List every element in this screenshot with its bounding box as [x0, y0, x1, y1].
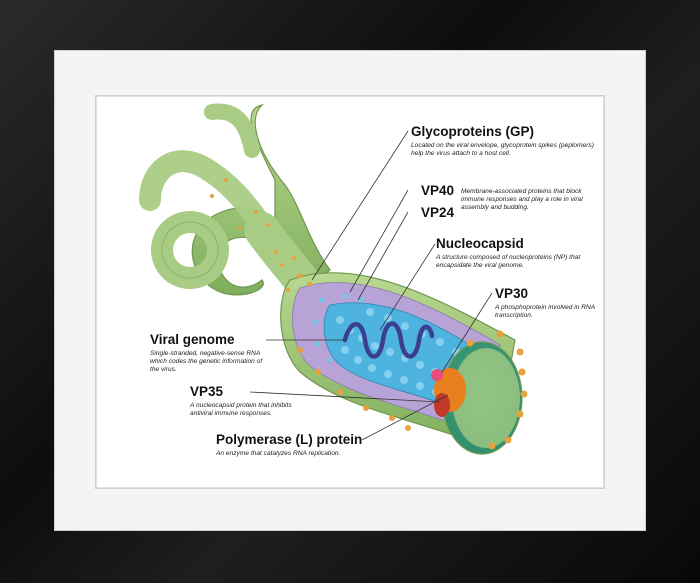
gp-title: Glycoproteins (GP) — [411, 124, 535, 139]
genome-label: Viral genome Single-stranded, negative-s… — [150, 332, 268, 374]
leader-lines — [249, 130, 493, 441]
gp-label: Glycoproteins (GP) Located on the viral … — [411, 124, 601, 158]
vp24-label: VP24 — [421, 205, 454, 220]
vp40-vp24-desc: Membrane-associated proteins that block … — [461, 188, 583, 211]
vp30-desc: A phosphoprotein involved in RNA transcr… — [495, 304, 595, 319]
polymerase-title: Polymerase (L) protein — [216, 432, 363, 447]
polymerase-desc: An enzyme that catalyzes RNA replication… — [216, 450, 341, 457]
vp35-label: VP35 A nucleocapsid protein that inhibit… — [190, 384, 310, 418]
vp30-blob — [431, 369, 443, 381]
virion-body — [280, 272, 523, 455]
rna-helix — [342, 321, 435, 359]
vp35-title: VP35 — [190, 384, 224, 399]
nucleocapsid-title: Nucleocapsid — [436, 236, 524, 251]
vp35-blob — [434, 393, 450, 417]
vp40-label: VP40 — [421, 183, 454, 198]
vp40-title: VP40 — [421, 183, 455, 198]
gp-desc: Located on the viral envelope, glycoprot… — [411, 142, 594, 157]
nucleocapsid-desc: A structure composed of nucleoproteins (… — [436, 254, 581, 269]
vp30-title: VP30 — [495, 286, 529, 301]
genome-desc: Single-stranded, negative-sense RNA whic… — [150, 350, 263, 373]
vp24-particles — [313, 293, 365, 363]
viral-envelope-tail — [139, 103, 331, 303]
glycoprotein-spikes — [210, 178, 528, 450]
vp30-label: VP30 A phosphoprotein involved in RNA tr… — [495, 286, 595, 320]
nucleocapsid-label: Nucleocapsid A structure composed of nuc… — [436, 236, 596, 270]
vp24-title: VP24 — [421, 205, 455, 220]
polymerase-label: Polymerase (L) protein An enzyme that ca… — [216, 432, 386, 458]
vp35-desc: A nucleocapsid protein that inhibits ant… — [190, 402, 292, 417]
genome-title: Viral genome — [150, 332, 235, 347]
